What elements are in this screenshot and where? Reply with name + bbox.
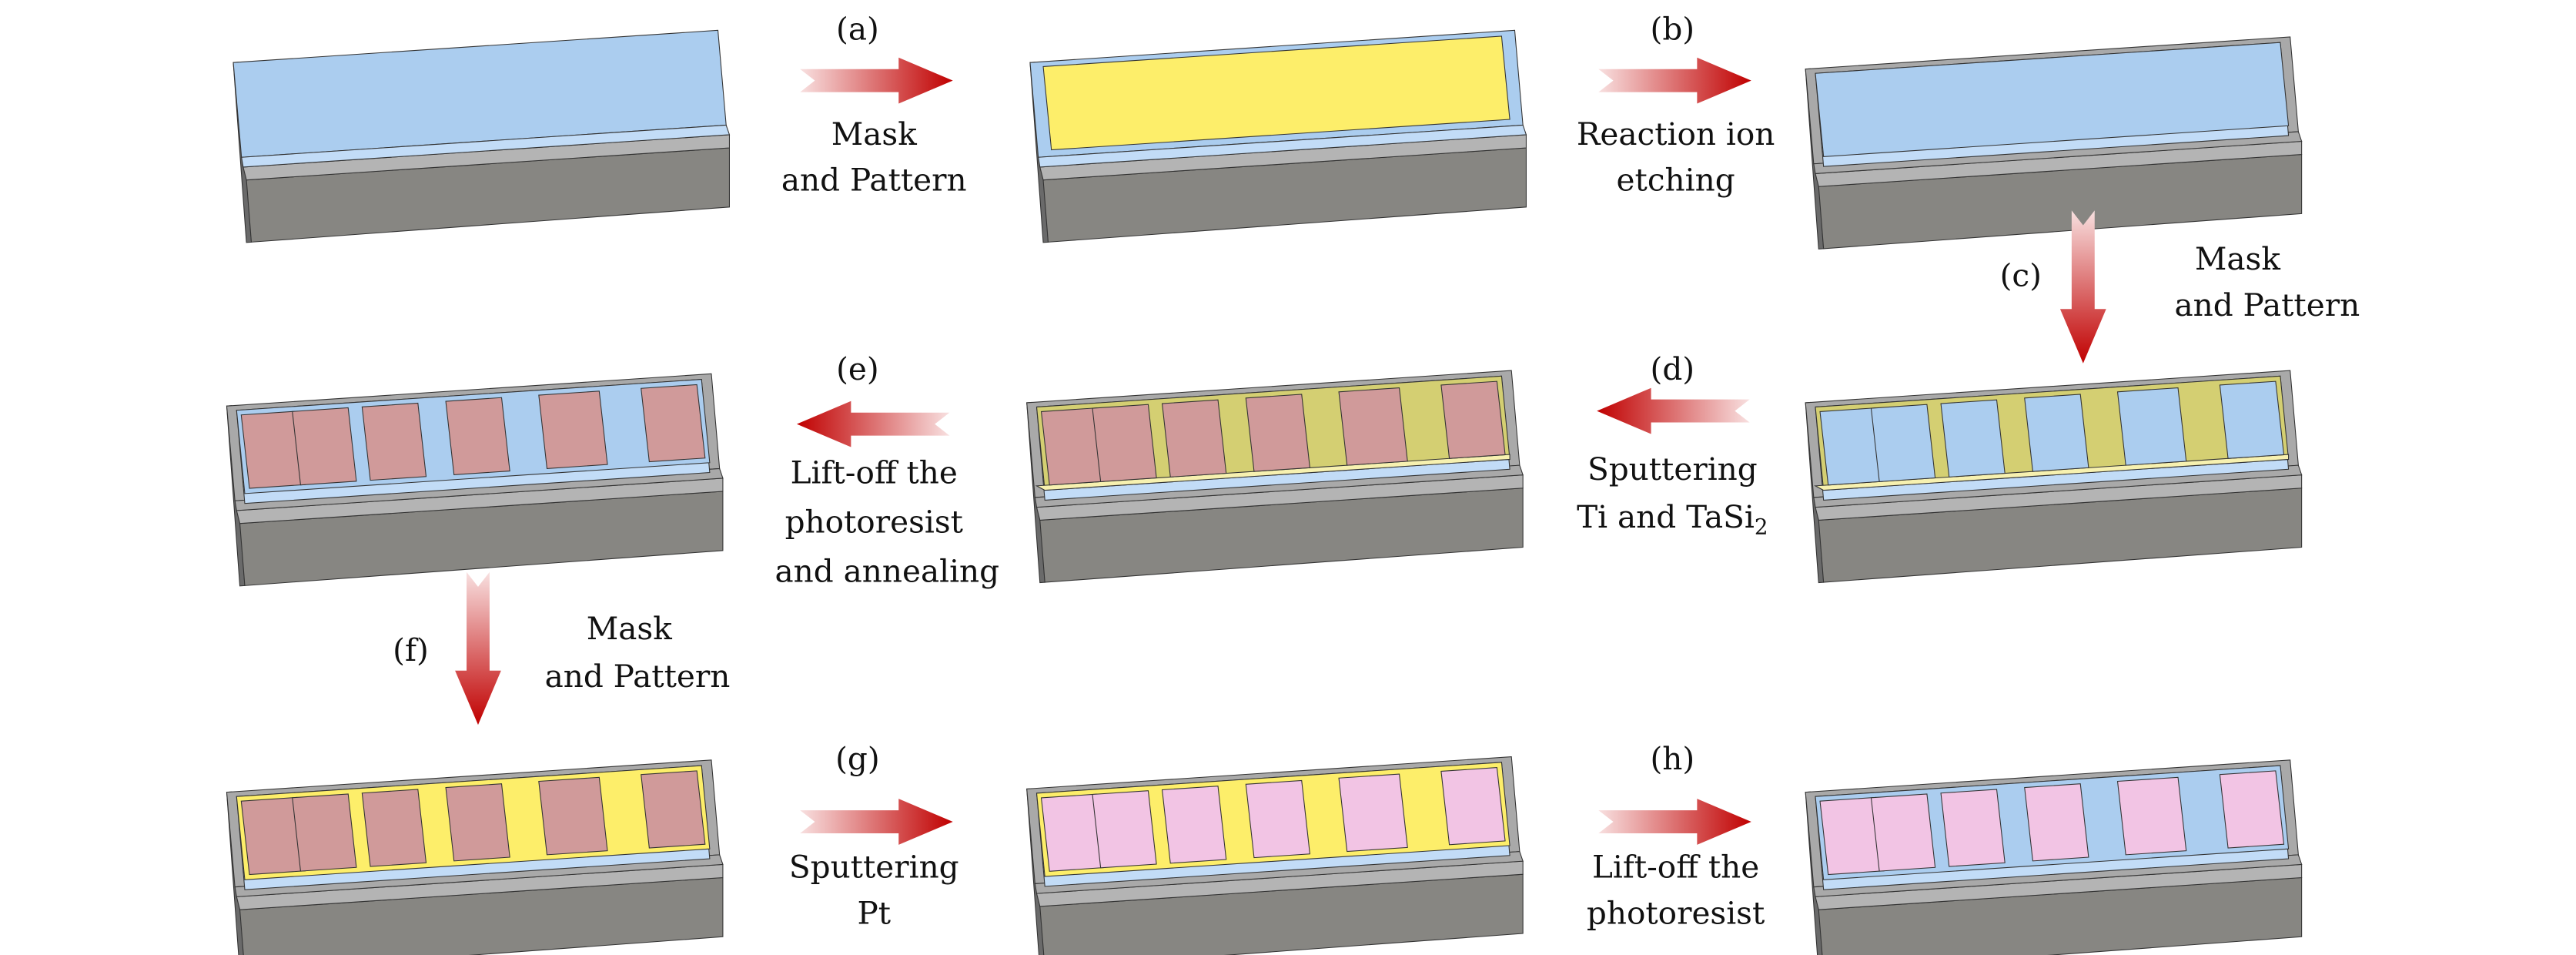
step-c-line1: Mask xyxy=(2195,240,2280,277)
step-h-line2: photoresist xyxy=(1587,894,1765,931)
stripe-3 xyxy=(1161,786,1227,864)
stripe-2 xyxy=(1092,404,1157,482)
step-h-tag: (h) xyxy=(1650,740,1694,777)
step-a-tag: (a) xyxy=(836,10,879,47)
step-e-line2: photoresist xyxy=(785,503,963,540)
step-d-line1: Sputtering xyxy=(1587,451,1758,488)
stripe-6 xyxy=(1440,380,1506,459)
stripe-3 xyxy=(1940,789,2006,867)
step-f-line2: and Pattern xyxy=(545,658,731,695)
stripe-4 xyxy=(445,783,510,862)
stripe-3 xyxy=(1161,399,1227,478)
stripe-6 xyxy=(2219,380,2285,459)
stripe-5 xyxy=(1338,387,1408,466)
stripe-4 xyxy=(1245,394,1310,472)
step-c-tag: (c) xyxy=(2000,256,2042,293)
arrow-g-icon xyxy=(800,799,953,845)
step-d-line2-main: Ti and TaSi xyxy=(1577,498,1755,535)
step-d-line2-subscript: 2 xyxy=(1755,514,1768,540)
step-f-line1: Mask xyxy=(587,610,672,647)
stripe-5 xyxy=(538,390,608,469)
stripe-2 xyxy=(292,793,357,872)
blocks-layer xyxy=(226,29,2303,955)
arrow-b-icon xyxy=(1598,57,1751,104)
wafer-block-after-g xyxy=(1026,756,1524,955)
stripe-4 xyxy=(2024,394,2089,472)
stripe-2 xyxy=(1870,404,1936,482)
wafer-block-after-b xyxy=(1805,36,2303,250)
stripe-6 xyxy=(641,384,706,463)
stripe-6 xyxy=(2219,770,2285,849)
stripe-4 xyxy=(445,397,510,475)
stripe-6 xyxy=(1440,767,1506,846)
arrow-c-icon xyxy=(2059,210,2106,364)
stripe-3 xyxy=(361,402,427,481)
stripe-5 xyxy=(2116,776,2187,856)
pattern-region xyxy=(1042,35,1510,151)
wafer-block-after-d xyxy=(1026,370,1524,584)
step-h-line1: Lift-off the xyxy=(1592,849,1759,886)
wafer-block-after-c xyxy=(1805,370,2303,584)
stripe-4 xyxy=(2024,783,2089,862)
stripe-2 xyxy=(292,407,357,486)
step-e-tag: (e) xyxy=(836,350,879,387)
stripe-5 xyxy=(538,776,608,856)
wafer-block-after-e xyxy=(226,373,724,587)
stripe-5 xyxy=(2116,387,2187,466)
stripe-6 xyxy=(641,770,706,849)
stripe-3 xyxy=(1940,399,2006,478)
pattern-region xyxy=(1815,42,2290,157)
stripe-3 xyxy=(361,789,427,867)
arrows-layer xyxy=(455,57,2106,845)
arrow-e-icon xyxy=(796,400,950,447)
top-edge-layer xyxy=(241,124,731,168)
step-e-line3: and annealing xyxy=(775,553,1000,590)
wafer-block-after-a xyxy=(1029,29,1527,243)
step-d-tag: (d) xyxy=(1651,350,1695,387)
step-a-line2: and Pattern xyxy=(781,162,967,199)
step-g-tag: (g) xyxy=(835,740,880,777)
step-b-line2: etching xyxy=(1617,162,1735,199)
step-f-tag: (f) xyxy=(393,632,429,668)
arrow-d-icon xyxy=(1597,387,1750,434)
step-g-line2: Pt xyxy=(857,894,891,931)
wafer-block-after-h xyxy=(1805,759,2303,955)
wafer-block-initial xyxy=(233,29,731,243)
stripe-2 xyxy=(1870,793,1936,872)
arrow-a-icon xyxy=(800,57,953,104)
wafer-block-after-f xyxy=(226,759,724,955)
stripe-4 xyxy=(1245,779,1310,859)
top-edge-layer xyxy=(1038,124,1527,168)
stripe-2 xyxy=(1092,790,1157,869)
step-b-line1: Reaction ion xyxy=(1577,116,1775,152)
arrow-f-icon xyxy=(455,571,501,725)
stripe-5 xyxy=(1338,773,1408,853)
step-c-line2: and Pattern xyxy=(2174,286,2360,323)
step-d-line2: Ti and TaSi2 xyxy=(1577,498,1768,540)
step-g-line1: Sputtering xyxy=(789,849,959,886)
step-b-tag: (b) xyxy=(1651,10,1695,47)
arrow-h-icon xyxy=(1598,799,1751,845)
step-a-line1: Mask xyxy=(831,116,917,152)
step-e-line1: Lift-off the xyxy=(791,454,958,491)
